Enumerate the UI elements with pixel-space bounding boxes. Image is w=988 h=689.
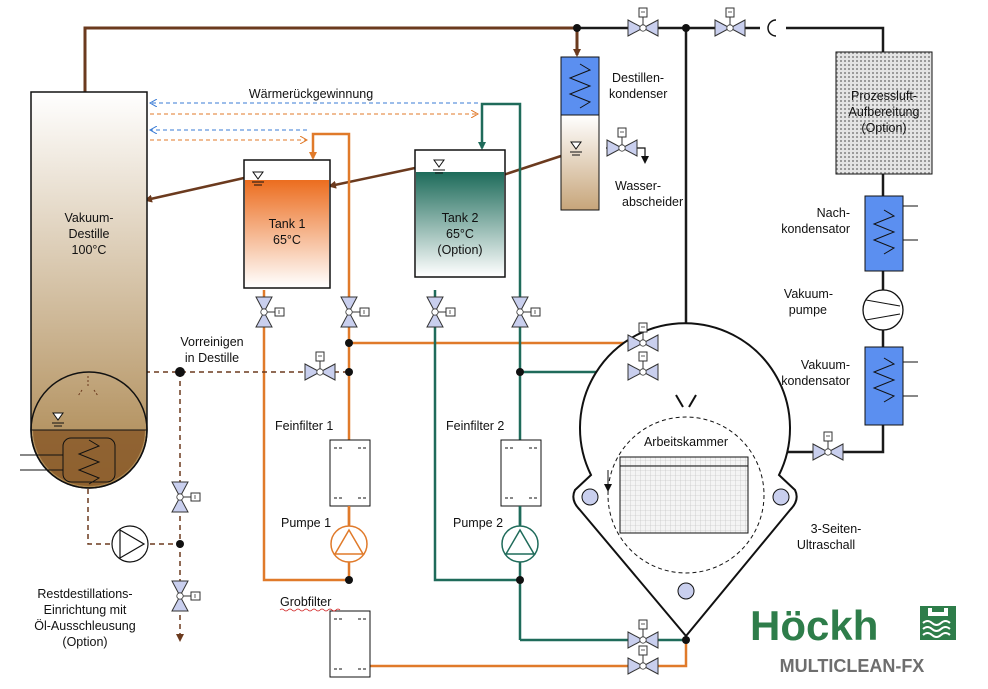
process-air-label-2: Aufbereitung (849, 105, 920, 119)
separator-label-2: abscheider (622, 195, 683, 209)
valve-icon[interactable] (627, 645, 659, 675)
still-label-1: Vakuum- (64, 211, 113, 225)
pump-1 (330, 525, 368, 563)
fine-filter-1 (329, 439, 371, 507)
vacuum-condenser-label-1: Vakuum- (801, 358, 850, 372)
separator-label-1: Wasser- (615, 179, 661, 193)
condenser-label-1: Destillen- (612, 71, 664, 85)
valve-icon[interactable] (812, 431, 844, 461)
brand-name: Höckh (750, 602, 878, 649)
post-condenser-label-2: kondensator (781, 222, 850, 236)
tank2-label-2: 65°C (446, 227, 474, 241)
vacuum-still: Vakuum- Destille 100°C (20, 91, 148, 489)
valve-icon[interactable] (171, 580, 201, 612)
pre-clean-label-2: in Destille (185, 351, 239, 365)
pre-clean-label-1: Vorreinigen (180, 335, 243, 349)
valve-icon[interactable] (340, 296, 370, 328)
condenser-label-2: kondenser (609, 87, 667, 101)
pump-2 (501, 525, 539, 563)
vacuum-pump-label-2: pumpe (789, 303, 827, 317)
valve-icon[interactable] (627, 619, 659, 649)
vacuum-pump-icon (865, 299, 901, 321)
valve-icon[interactable] (255, 296, 285, 328)
pump-icon (504, 528, 536, 555)
valve-icon[interactable] (714, 7, 746, 37)
fine-filter-2-label: Feinfilter 2 (446, 419, 504, 433)
coarse-filter (329, 610, 371, 678)
nozzle-icon (675, 394, 697, 408)
tank1-label-1: Tank 1 (269, 217, 306, 231)
process-air-label-1: Prozessluft- (851, 89, 917, 103)
heat-recovery-lines (150, 103, 478, 140)
valve-icon[interactable] (426, 296, 456, 328)
fine-filter-1-label: Feinfilter 1 (275, 419, 333, 433)
tank-1: Tank 1 65°C (243, 159, 331, 289)
residue-unit-label-4: (Option) (62, 635, 107, 649)
post-condenser: Nach- kondensator (781, 195, 918, 272)
nozzle-icon (77, 376, 99, 397)
still-label-2: Destille (69, 227, 110, 241)
tank-2: Tank 2 65°C (Option) (414, 149, 506, 278)
valve-icon[interactable] (606, 127, 638, 157)
ultrasound-label-2: Ultraschall (797, 538, 855, 552)
pump-2-label: Pumpe 2 (453, 516, 503, 530)
check-valve-icon (767, 19, 777, 37)
tank1-label-2: 65°C (273, 233, 301, 247)
residue-unit-label-3: Öl-Ausschleusung (34, 619, 135, 633)
vacuum-pump-label-1: Vakuum- (784, 287, 833, 301)
work-chamber: Arbeitskammer (572, 322, 798, 638)
vacuum-pump: Vakuum- pumpe (784, 287, 904, 331)
tank2-label-1: Tank 2 (442, 211, 479, 225)
spellcheck-underline (279, 608, 341, 612)
vacuum-condenser: Vakuum- kondensator (781, 346, 918, 426)
pump-icon (119, 528, 146, 560)
ultrasound-label-1: 3-Seiten- (811, 522, 862, 536)
residue-unit-label-1: Restdestillations- (37, 587, 132, 601)
coarse-filter-label: Grobfilter (280, 595, 331, 609)
product-name: MULTICLEAN-FX (780, 656, 925, 676)
work-chamber-label: Arbeitskammer (644, 435, 728, 449)
ultrasound-transducer-left (581, 488, 599, 506)
fine-filter-2 (500, 439, 542, 507)
pump-1-label: Pumpe 1 (281, 516, 331, 530)
logo-waves-icon (920, 606, 956, 640)
valve-icon[interactable] (627, 7, 659, 37)
valve-icon[interactable] (304, 351, 336, 381)
pipe-junctions (175, 24, 690, 644)
post-condenser-label-1: Nach- (817, 206, 850, 220)
distillation-condenser: Destillen- kondenser Wasser- abscheider (560, 56, 683, 211)
residue-unit-label-2: Einrichtung mit (44, 603, 127, 617)
ultrasound-transducer-bottom (677, 582, 695, 600)
valve-icon[interactable] (511, 296, 541, 328)
process-air-label-3: (Option) (861, 121, 906, 135)
vacuum-condenser-label-2: kondensator (781, 374, 850, 388)
still-label-3: 100°C (72, 243, 107, 257)
valve-icon[interactable] (171, 481, 201, 513)
heat-recovery-label: Wärmerückgewinnung (249, 87, 373, 101)
brand-logo: Höckh MULTICLEAN-FX (750, 602, 956, 676)
air-circuit-pipe (684, 26, 885, 454)
residue-pump (111, 525, 149, 563)
process-air-treatment: Prozessluft- Aufbereitung (Option) (835, 51, 933, 175)
tank2-label-3: (Option) (437, 243, 482, 257)
pump-icon (333, 528, 365, 555)
ultrasound-transducer-right (772, 488, 790, 506)
